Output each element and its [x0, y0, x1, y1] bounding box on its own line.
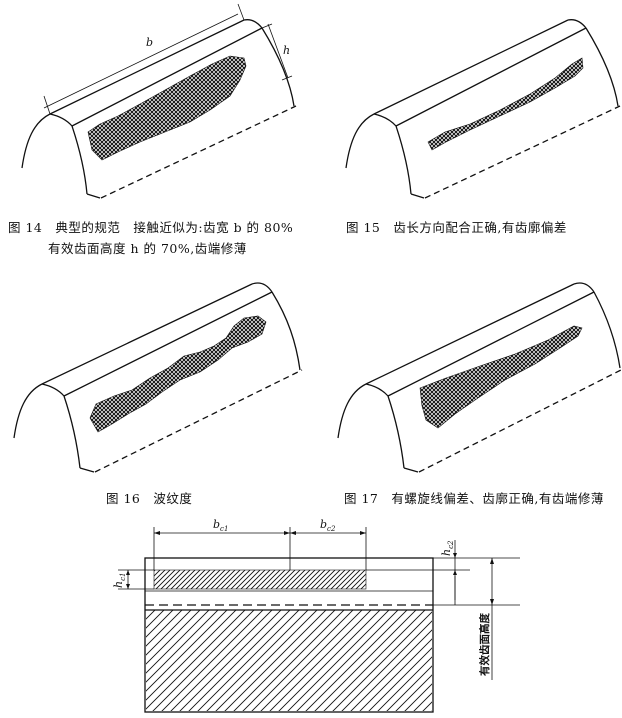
fig17-tooth-drawing: [337, 282, 622, 473]
fig16-caption: 图 16 波纹度: [106, 491, 193, 506]
fig15-contact-patch: [427, 57, 584, 151]
fig15-caption: 图 15 齿长方向配合正确,有齿廓偏差: [346, 220, 567, 235]
fig14-caption-line1: 图 14 典型的规范 接触近似为:齿宽 b 的 80%: [8, 220, 294, 235]
fig14-label-b: b: [146, 36, 153, 49]
label-hc1: hc1: [112, 573, 127, 588]
fig16-tooth-drawing: [13, 282, 303, 473]
section-diagram: bc1 bc2 hc1 hc2 有效齿面高度: [112, 518, 520, 713]
fig14-label-h: h: [283, 44, 290, 57]
label-hc2: hc2: [440, 540, 455, 556]
label-effective-height: 有效齿面高度: [478, 613, 491, 676]
fig16-contact-patch: [89, 315, 267, 433]
label-bc1: bc1: [213, 518, 228, 533]
fig14-caption-line2: 有效齿面高度 h 的 70%,齿端修薄: [48, 241, 247, 256]
label-bc2: bc2: [320, 518, 336, 533]
fig17-caption: 图 17 有螺旋线偏差、齿廓正确,有齿端修薄: [344, 491, 604, 506]
fig15-tooth-drawing: [345, 19, 621, 199]
tooth-body-hatch: [146, 610, 432, 711]
fig17-contact-patch: [419, 325, 583, 429]
contact-band: [153, 569, 367, 590]
fig14-tooth-drawing: b h: [21, 3, 297, 199]
fig14-contact-patch: [87, 55, 247, 161]
